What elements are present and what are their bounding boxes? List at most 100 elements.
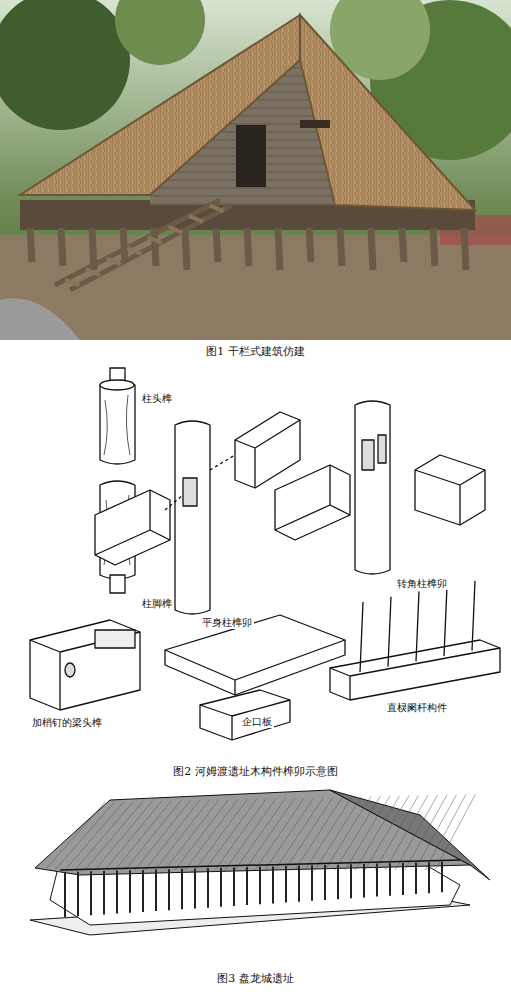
stilt-post — [123, 228, 125, 262]
stilt-post — [30, 228, 32, 262]
roof-line — [55, 802, 115, 870]
roof-line — [375, 795, 419, 870]
roof-line — [175, 799, 229, 870]
wall-post — [207, 868, 209, 908]
wall-post — [142, 870, 144, 912]
wall-post — [441, 862, 443, 893]
stilt-post — [464, 228, 466, 270]
roof-line — [275, 797, 324, 870]
wall-post — [259, 867, 261, 905]
wall-post — [77, 872, 79, 917]
wall-post — [64, 872, 66, 917]
wall-post — [324, 865, 326, 900]
rail-bar — [416, 591, 419, 661]
stair-step — [65, 280, 79, 286]
stair-step — [127, 248, 141, 254]
wall-post — [181, 869, 183, 910]
wall-post — [103, 871, 105, 915]
rail-bar — [444, 586, 447, 656]
wall-post — [428, 862, 430, 893]
stilt-post — [61, 228, 63, 266]
roof-line — [205, 799, 257, 870]
roof-line — [225, 798, 276, 870]
roof-line — [215, 799, 267, 870]
roof-line — [355, 796, 400, 870]
roof-line — [365, 796, 409, 870]
wall-post — [350, 864, 352, 898]
stilt-post — [185, 228, 187, 270]
roof-line — [435, 794, 476, 870]
part-label: 柱头榫 — [140, 393, 174, 405]
stilt-post — [402, 228, 404, 262]
stilt-post — [433, 228, 435, 266]
part-label: 平身柱榫卯 — [200, 617, 254, 629]
roof-line — [45, 802, 105, 870]
roof-line — [295, 797, 343, 870]
stilt-post — [371, 228, 373, 270]
wall-post — [285, 866, 287, 903]
roof-line — [95, 801, 153, 870]
wall-post — [116, 871, 118, 914]
wall-post — [90, 871, 92, 915]
wall-post — [311, 865, 313, 901]
part-label: 加梢钉的梁头榫 — [30, 717, 104, 729]
roof-line — [415, 795, 457, 870]
wall-post — [220, 868, 222, 907]
roof-line — [245, 798, 295, 870]
wall-post — [272, 866, 274, 903]
roof-line — [405, 795, 447, 870]
roof-line — [305, 797, 352, 870]
wall-post — [194, 869, 196, 909]
wall-post — [298, 866, 300, 902]
wall-post — [155, 870, 157, 912]
wall-post — [389, 863, 391, 896]
wall-post — [129, 870, 131, 913]
stair-step — [210, 205, 224, 211]
roof-line — [65, 802, 124, 870]
figure-caption: 图2 河姆渡遗址木构件榫卯示意图 — [0, 765, 511, 778]
rail-bar — [472, 581, 475, 651]
stair-step — [86, 269, 100, 275]
roof-line — [185, 799, 238, 870]
roof-line — [75, 801, 134, 870]
roof-line — [265, 798, 314, 870]
roof-line — [385, 795, 428, 870]
wall-post — [363, 864, 365, 898]
roof-line — [315, 797, 362, 870]
part-label: 转角柱榫卯 — [395, 578, 449, 590]
stair-step — [168, 227, 182, 233]
roof-line — [285, 797, 333, 870]
roof-line — [325, 796, 371, 870]
wall-post — [402, 863, 404, 895]
roof-line — [195, 799, 248, 870]
figure-caption: 图1 干栏式建筑仿建 — [0, 345, 511, 358]
stilt-house-photo — [0, 0, 511, 340]
roof-line — [235, 798, 286, 870]
wall-post — [376, 864, 378, 897]
part-label: 柱脚榫 — [140, 598, 174, 610]
roof-line — [255, 798, 305, 870]
stilt-post — [340, 228, 342, 266]
stilt-post — [247, 228, 249, 266]
stilt-post — [216, 228, 218, 262]
wall-post — [233, 867, 235, 906]
roof-line — [335, 796, 381, 870]
rail-bar — [388, 597, 391, 667]
wall-post — [246, 867, 248, 905]
part-label: 直棂阑杆构件 — [385, 702, 449, 714]
roof-line — [165, 800, 219, 870]
roof-line — [345, 796, 390, 870]
stair-step — [189, 216, 203, 222]
wall-post — [168, 869, 170, 910]
roof-line — [425, 794, 466, 870]
part-label: 企口板 — [240, 716, 274, 728]
stair-step — [107, 258, 121, 264]
figure-caption: 图3 盘龙城遗址 — [0, 972, 511, 985]
roof-line — [85, 801, 143, 870]
wall-post — [337, 865, 339, 900]
stair-step — [148, 237, 162, 243]
stilt-post — [278, 228, 280, 270]
stilt-post — [309, 228, 311, 262]
